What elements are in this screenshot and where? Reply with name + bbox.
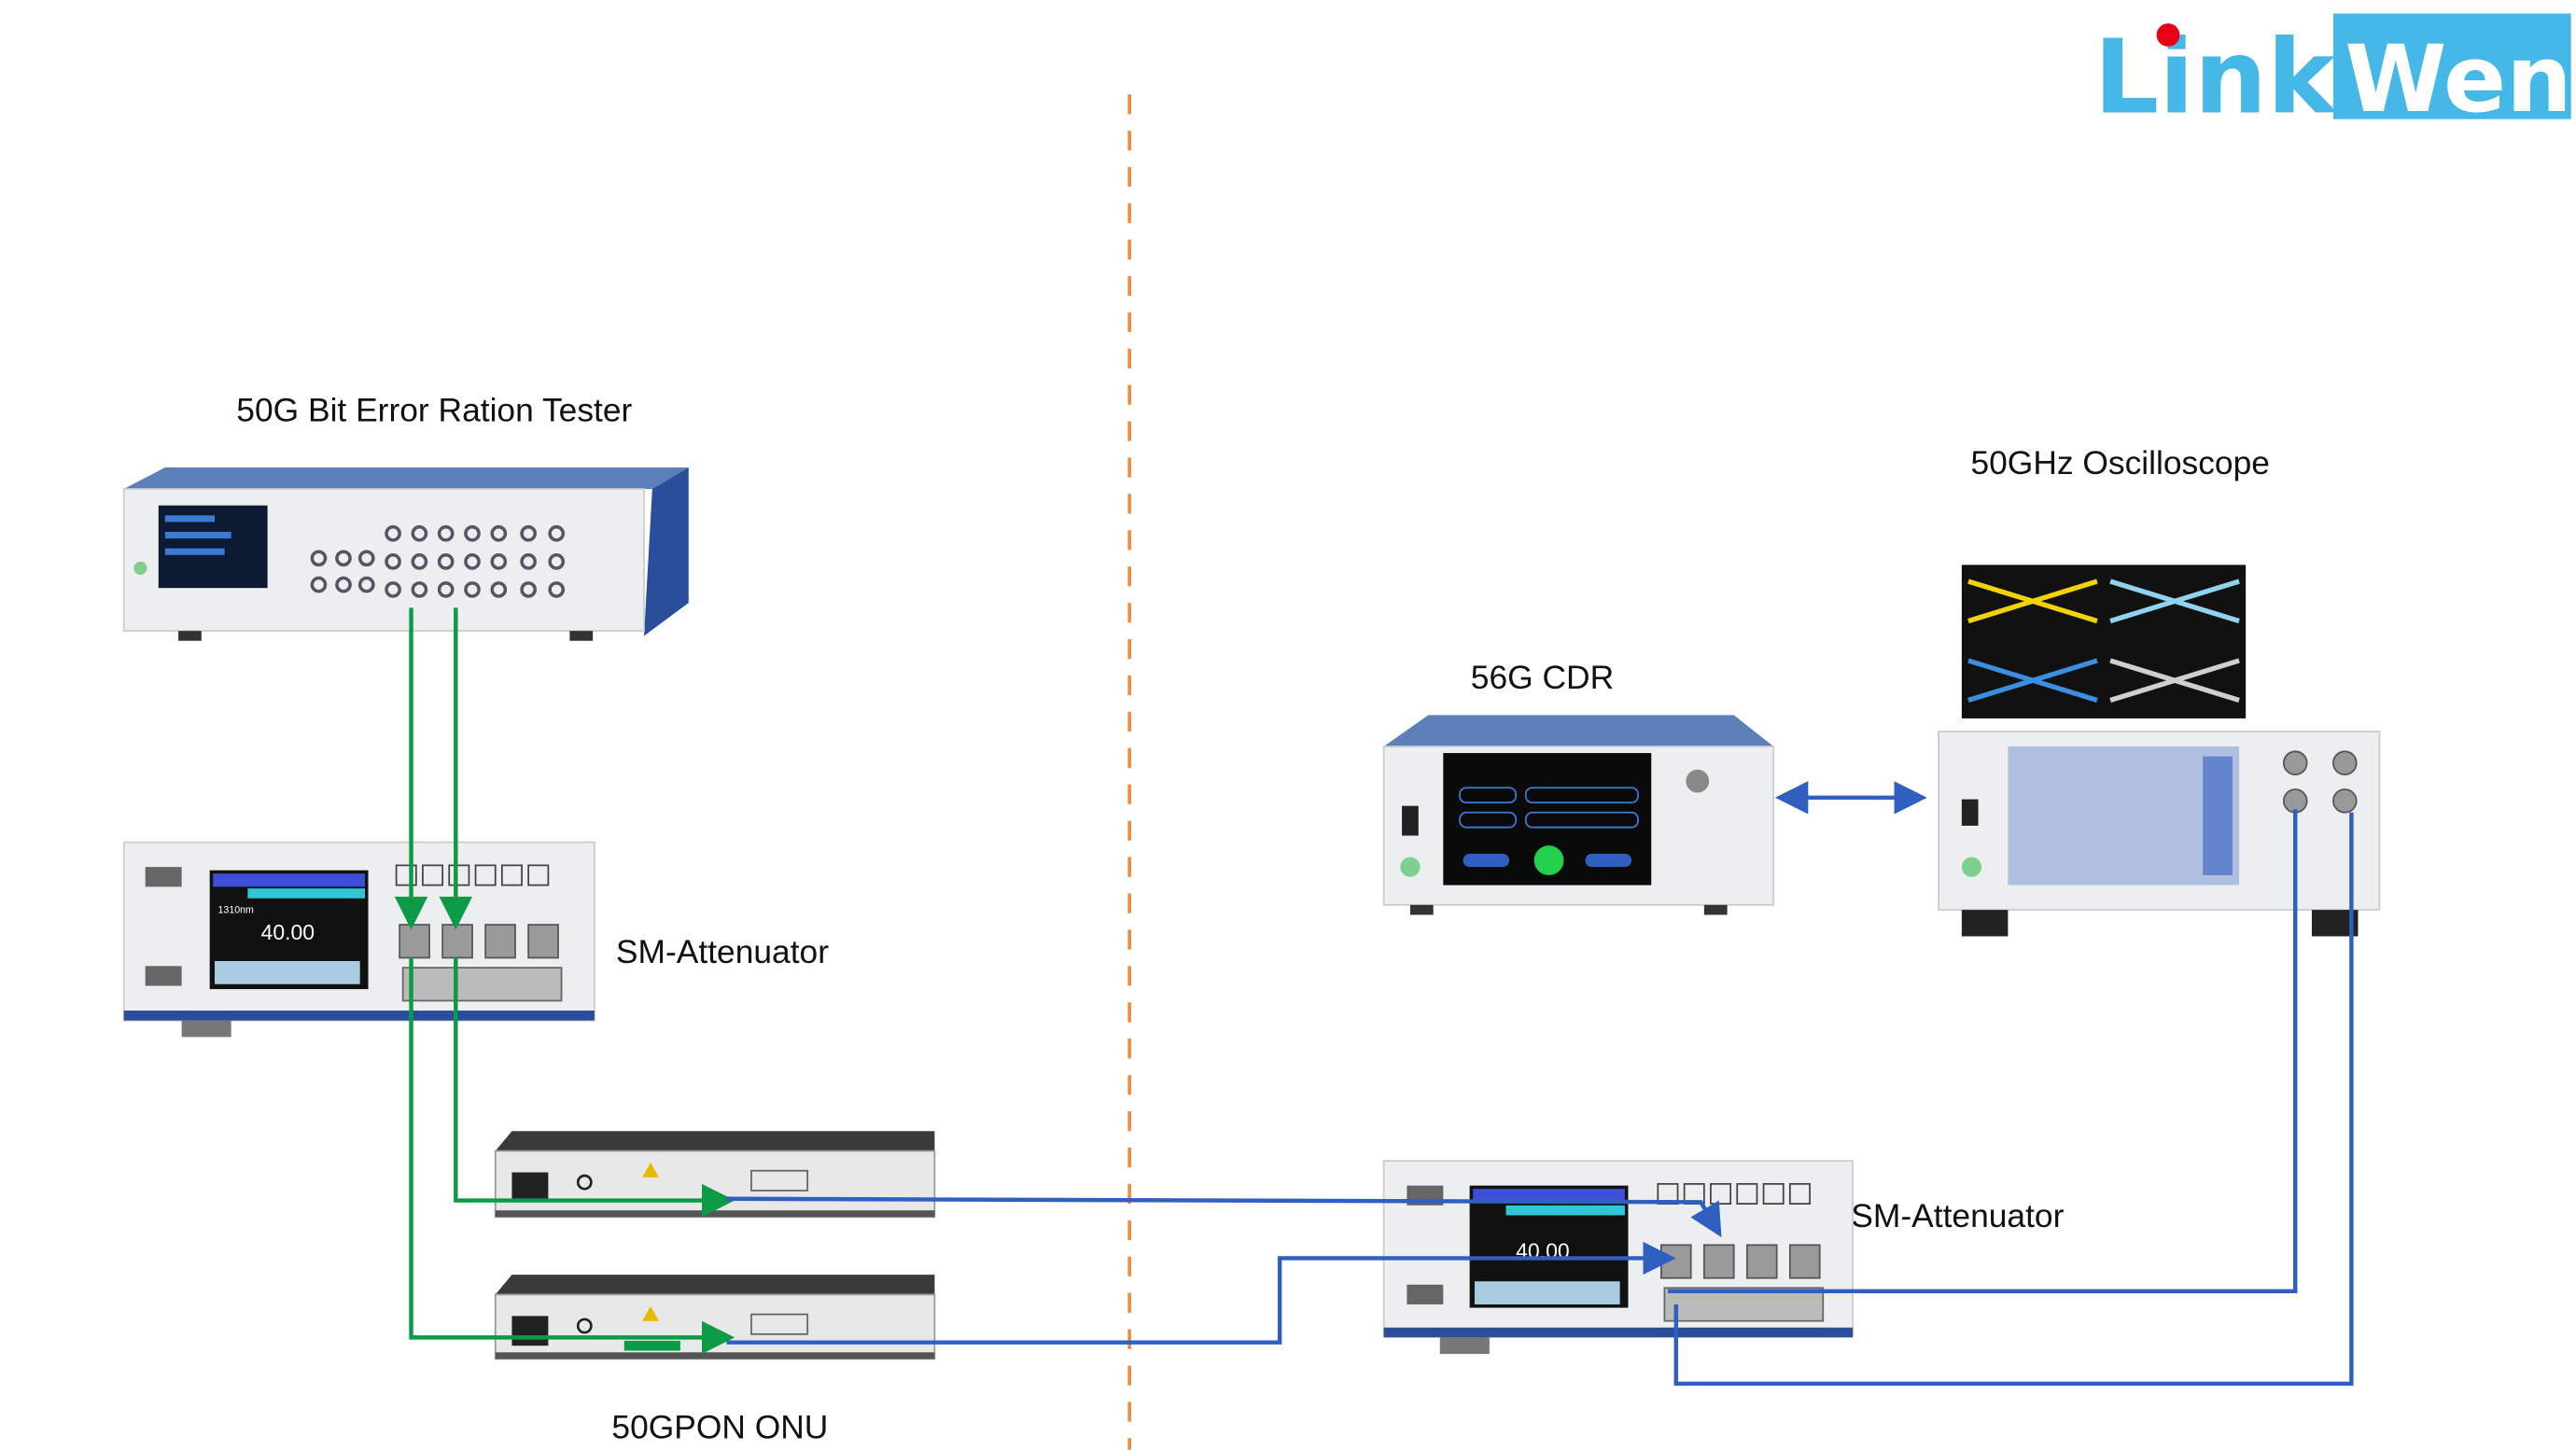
attenuator-left-device: 1310nm 40.00: [122, 841, 595, 1038]
bert-label: 50G Bit Error Ration Tester: [236, 392, 632, 428]
attenuator-left-wavelength: 1310nm: [218, 905, 255, 916]
cdr-label: 56G CDR: [1471, 660, 1614, 696]
cdr-device: [1382, 715, 1775, 915]
eye-diagram-screens: [1967, 579, 2240, 703]
link-attenuator-to-oscilloscope-2: [1673, 812, 2354, 1387]
svg-text:Wen: Wen: [2345, 26, 2571, 133]
blue-fiber-links: [726, 781, 2354, 1387]
attenuator-left-value: 40.00: [261, 920, 315, 944]
link-attenuator-to-oscilloscope-1: [1667, 809, 2298, 1294]
attenuator-left-label: SM-Attenuator: [616, 934, 829, 970]
bert-device: [122, 467, 689, 641]
link-attenuator-to-onu-2: [409, 957, 735, 1355]
onu-label: 50GPON ONU: [611, 1409, 828, 1445]
svg-text:Link: Link: [2093, 18, 2338, 137]
green-fiber-links: [394, 607, 735, 1355]
link-onu-2-to-attenuator: [726, 1241, 1676, 1345]
oscilloscope-label: 50GHz Oscilloscope: [1970, 445, 2269, 481]
attenuator-right-label: SM-Attenuator: [1851, 1198, 2064, 1234]
linkwen-logo: Link Wen: [2093, 13, 2572, 137]
link-attenuator-to-onu-1: [454, 957, 735, 1218]
onu-device-1: [494, 1131, 936, 1219]
oscilloscope-device: [1938, 565, 2381, 937]
attenuator-right-device: 40.00: [1382, 1160, 1854, 1355]
onu-device-2: [494, 1275, 936, 1360]
link-onu-1-to-attenuator: [726, 1196, 1722, 1238]
